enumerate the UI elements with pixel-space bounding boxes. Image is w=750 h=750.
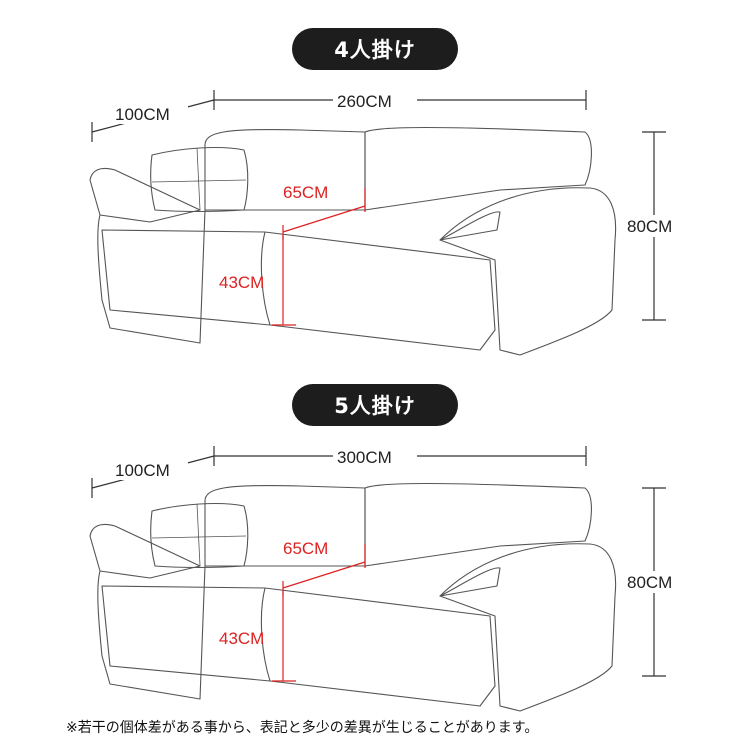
seat-height-label: 43CM [219, 629, 264, 648]
disclaimer-note: ※若干の個体差がある事から、表記と多少の差異が生じることがあります。 [66, 720, 539, 736]
seat-height-dimension [272, 591, 296, 682]
height-label: 80CM [627, 573, 672, 592]
seat-depth-label: 65CM [283, 539, 328, 558]
depth-label: 100CM [115, 105, 170, 124]
width-label: 300CM [337, 448, 392, 467]
height-label: 80CM [627, 217, 672, 236]
depth-label: 100CM [115, 461, 170, 480]
seat-depth-label: 65CM [283, 183, 328, 202]
seat-height-dimension [272, 235, 296, 326]
badge-5-seater: 5人掛け [292, 384, 458, 426]
sofa-diagram-5-seater: 100CM 300CM 80CM 65CM 43CM [89, 446, 686, 712]
width-label: 260CM [337, 92, 392, 111]
seat-height-label: 43CM [219, 273, 264, 292]
badge-4-seater: 4人掛け [292, 28, 458, 70]
sofa-outline [89, 482, 617, 712]
sofa-diagram-4-seater: 100CM 260CM 80CM 65CM 43CM [89, 90, 686, 356]
sofa-outline [89, 126, 617, 356]
